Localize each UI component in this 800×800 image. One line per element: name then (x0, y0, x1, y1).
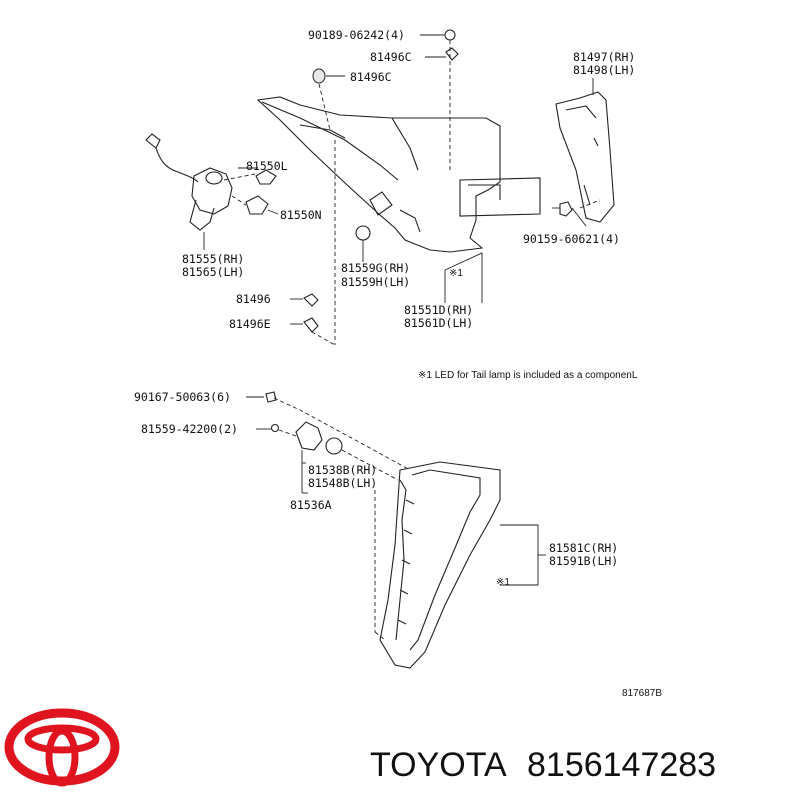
upper-leader-lines (203, 34, 594, 325)
garnish-lamp-housing (379, 461, 501, 669)
toyota-logo (4, 708, 120, 787)
label-81550l: 81550L (246, 159, 288, 173)
label-81496: 81496 (236, 292, 271, 306)
label-81591b-lh: 81591B(LH) (549, 554, 618, 568)
mark-note-ref-upper: ※1 (449, 268, 463, 279)
label-81565-lh: 81565(LH) (182, 265, 244, 279)
part-number: 8156147283 (527, 746, 716, 784)
side-bracket (555, 91, 615, 223)
socket-wire-assembly (145, 133, 277, 231)
lower-dashed-lines (273, 397, 411, 641)
label-81538b-rh: 81538B(RH) (308, 463, 377, 477)
label-81536a: 81536A (290, 498, 332, 512)
label-90159-60621: 90159-60621(4) (523, 232, 620, 246)
brand-name: TOYOTA (370, 746, 507, 784)
diagram-reference-code: 817687B (622, 688, 662, 699)
label-81496e: 81496E (229, 317, 271, 331)
tail-lamp-housing (256, 96, 541, 253)
lower-labels: 90167-50063(6) 81559-42200(2) 81538B(RH)… (134, 390, 662, 699)
mark-note-ref-lower: ※1 (496, 577, 510, 588)
label-90189-06242: 90189-06242(4) (308, 28, 405, 42)
label-81561d-lh: 81561D(LH) (404, 316, 473, 330)
label-81559-42200: 81559-42200(2) (141, 422, 238, 436)
label-90167-50063: 90167-50063(6) (134, 390, 231, 404)
label-81581c-rh: 81581C(RH) (549, 541, 618, 555)
bulb-socket-lower (265, 391, 343, 455)
lower-leader-lines (246, 396, 546, 586)
upper-dashed-lines (223, 40, 601, 346)
footnote-led: ※1 LED for Tail lamp is included as a co… (418, 370, 638, 381)
label-81559g-rh: 81559G(RH) (341, 261, 410, 275)
label-81496c-upper: 81496C (370, 50, 412, 64)
label-81548b-lh: 81548B(LH) (308, 476, 377, 490)
label-81555-rh: 81555(RH) (182, 252, 244, 266)
label-81550n: 81550N (280, 208, 322, 222)
upper-labels: 90189-06242(4) 81496C 81496C 81497(RH) 8… (182, 28, 638, 381)
label-81497-rh: 81497(RH) (573, 50, 635, 64)
label-81496c-lower: 81496C (350, 70, 392, 84)
label-81498-lh: 81498(LH) (573, 63, 635, 77)
label-81551d-rh: 81551D(RH) (404, 303, 473, 317)
label-81559h-lh: 81559H(LH) (341, 275, 410, 289)
